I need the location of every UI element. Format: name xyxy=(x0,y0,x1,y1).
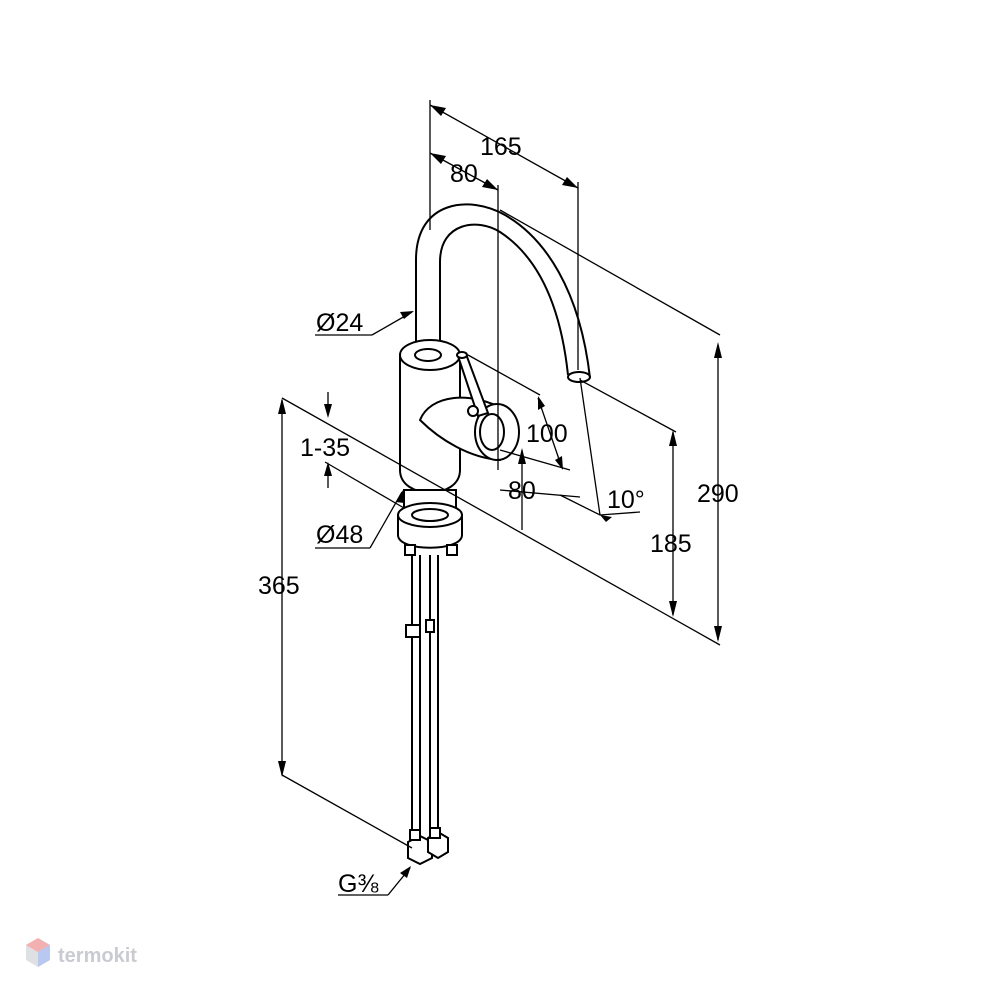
faucet xyxy=(397,203,591,866)
dim-line-100 xyxy=(537,397,563,469)
label-80-lower: 80 xyxy=(508,477,536,505)
label-100: 100 xyxy=(526,420,568,448)
label-290: 290 xyxy=(697,480,739,508)
label-g-3-8: G⅜ xyxy=(338,870,378,898)
dim-line-165 xyxy=(429,104,579,189)
watermark-logo: termokit xyxy=(26,938,137,967)
label-diameter-48: Ø48 xyxy=(316,521,363,549)
label-365: 365 xyxy=(258,572,300,600)
label-angle-10: 10° xyxy=(607,486,645,514)
dimension-labels: 165 80 Ø24 100 1-35 80 Ø48 10° 185 290 3… xyxy=(258,133,739,898)
label-diameter-24: Ø24 xyxy=(316,309,363,337)
label-165: 165 xyxy=(480,133,522,161)
label-80-top: 80 xyxy=(450,160,478,188)
spout-tube xyxy=(415,203,591,379)
label-1-35: 1-35 xyxy=(300,434,350,462)
label-185: 185 xyxy=(650,530,692,558)
spout-outlet xyxy=(567,371,591,383)
brand-name: termokit xyxy=(58,945,137,967)
dimension-lines xyxy=(278,100,722,896)
